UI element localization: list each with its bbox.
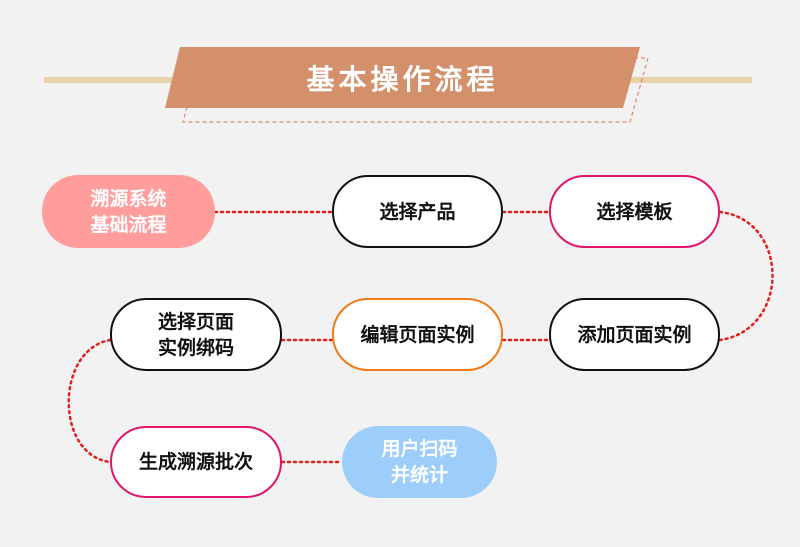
title-banner [165,47,640,108]
node-bind-code: 选择页面 实例绑码 [110,298,282,371]
page-title: 基本操作流程 [306,62,499,96]
node-label: 用户扫码 [381,438,458,460]
node-label: 选择产品 [379,200,456,223]
node-end: 用户扫码 并统计 [342,426,497,498]
node-select-product: 选择产品 [332,175,503,248]
node-label: 溯源系统 [90,187,167,210]
node-label: 选择页面 [157,310,234,333]
node-label: 实例绑码 [157,336,234,359]
node-start: 溯源系统 基础流程 [42,175,215,248]
connector-3-4 [718,210,774,342]
node-generate-batch: 生成溯源批次 [110,426,282,498]
node-add-page-instance: 添加页面实例 [549,298,720,371]
node-label: 生成溯源批次 [138,451,253,473]
node-label: 选择模板 [596,200,673,223]
node-label: 并统计 [390,464,448,486]
connector-6-7 [67,338,112,464]
node-label: 编辑页面实例 [360,323,475,346]
node-label: 添加页面实例 [577,323,692,346]
node-select-template: 选择模板 [549,175,720,248]
node-label: 基础流程 [90,213,167,236]
node-edit-page-instance: 编辑页面实例 [332,298,503,371]
